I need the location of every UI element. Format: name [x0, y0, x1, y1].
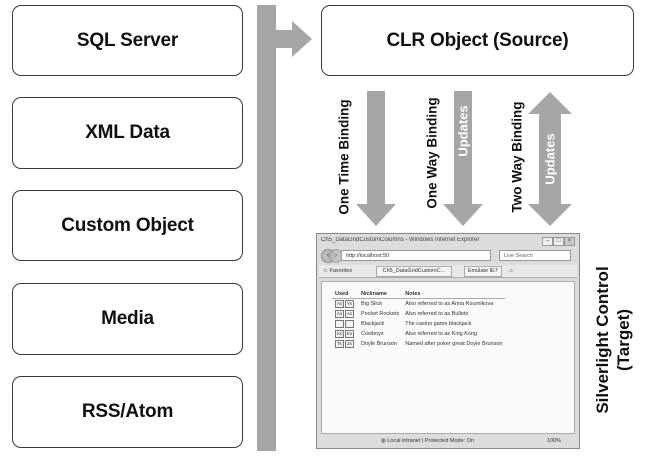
status-text: Local intranet | Protected Mode: On: [387, 438, 475, 444]
silverlight-control-label: Silverlight Control: [593, 266, 612, 414]
card-icon: As: [335, 300, 344, 308]
target-label: (Target): [614, 308, 633, 372]
close-icon[interactable]: ×: [564, 237, 575, 246]
one-time-binding-label: One Time Binding: [336, 99, 352, 215]
card-icon: Ys: [345, 300, 354, 308]
minimize-icon[interactable]: –: [542, 237, 553, 246]
clr-object-source: CLR Object (Source): [321, 5, 634, 76]
notes-cell: The casino game blackjack: [405, 321, 472, 327]
notes-cell: Also referred to as Bullets: [405, 311, 469, 317]
bus-to-clr-arrow: [276, 21, 312, 57]
maximize-icon[interactable]: □: [553, 237, 564, 246]
nickname-cell: Doyle Brunson: [361, 341, 398, 347]
source-media: Media: [12, 283, 243, 355]
source-xml-data: XML Data: [12, 97, 243, 169]
column-header-notes[interactable]: Notes: [402, 290, 506, 299]
card-icon: [335, 320, 344, 328]
favorites-bar: ☆ Favorites Ch5_DataGridCustomC... Emula…: [319, 265, 577, 278]
vertical-bus-bar: [257, 5, 276, 451]
address-bar[interactable]: http://localhost:50: [341, 250, 491, 261]
card-icon: 2s: [345, 340, 354, 348]
forward-icon[interactable]: ›: [329, 249, 343, 263]
card-icon: As: [335, 310, 344, 318]
nickname-cell: Cowboys: [361, 331, 384, 337]
notes-cell: Named after poker great Doyle Brunson: [405, 341, 503, 347]
nickname-cell: Pocket Rockets: [361, 311, 400, 317]
source-custom-object: Custom Object: [12, 190, 243, 261]
card-icon: [345, 320, 354, 328]
column-header-nickname[interactable]: Nickname: [358, 290, 403, 299]
card-icon: Ks: [345, 330, 354, 338]
two-way-binding-arrow: [528, 92, 572, 226]
one-way-updates-label: Updates: [455, 105, 471, 157]
status-bar: ◍ Local intranet | Protected Mode: On 10…: [321, 436, 575, 446]
globe-icon: ◍: [381, 438, 386, 444]
browser-title: Ch5_DataGridCustomColumns - Windows Inte…: [321, 237, 480, 243]
column-header-used[interactable]: Used: [332, 290, 358, 299]
browser-window: Ch5_DataGridCustomColumns - Windows Inte…: [316, 233, 580, 449]
nickname-cell: Big Slick: [361, 301, 383, 307]
source-sql-server: SQL Server: [12, 5, 243, 76]
notes-cell: Also referred to as Anna Kournikova: [405, 301, 494, 307]
two-way-updates-label: Updates: [542, 133, 558, 185]
home-icon[interactable]: ⌂: [509, 268, 513, 274]
source-rss-atom: RSS/Atom: [12, 376, 243, 448]
browser-tab[interactable]: Ch5_DataGridCustomC...: [375, 266, 453, 277]
notes-cell: Also referred to as King Kong: [405, 331, 478, 337]
table-row[interactable]: Blackjack The casino game blackjack: [332, 319, 505, 329]
one-way-binding-arrow: [443, 91, 483, 226]
emulate-ie7-button[interactable]: Emulate IE7: [463, 266, 502, 277]
two-way-binding-label: Two Way Binding: [509, 101, 525, 213]
one-way-binding-label: One Way Binding: [424, 97, 440, 209]
card-icon: Ks: [335, 330, 344, 338]
nickname-cell: Blackjack: [361, 321, 385, 327]
star-icon[interactable]: ☆: [323, 268, 328, 274]
card-icon: As: [345, 310, 354, 318]
search-input[interactable]: Live Search: [499, 250, 571, 261]
one-time-binding-arrow: [356, 91, 396, 226]
card-icon: Ts: [335, 340, 344, 348]
zoom-level[interactable]: 100%: [546, 438, 561, 444]
favorites-link[interactable]: Favorites: [329, 268, 353, 274]
